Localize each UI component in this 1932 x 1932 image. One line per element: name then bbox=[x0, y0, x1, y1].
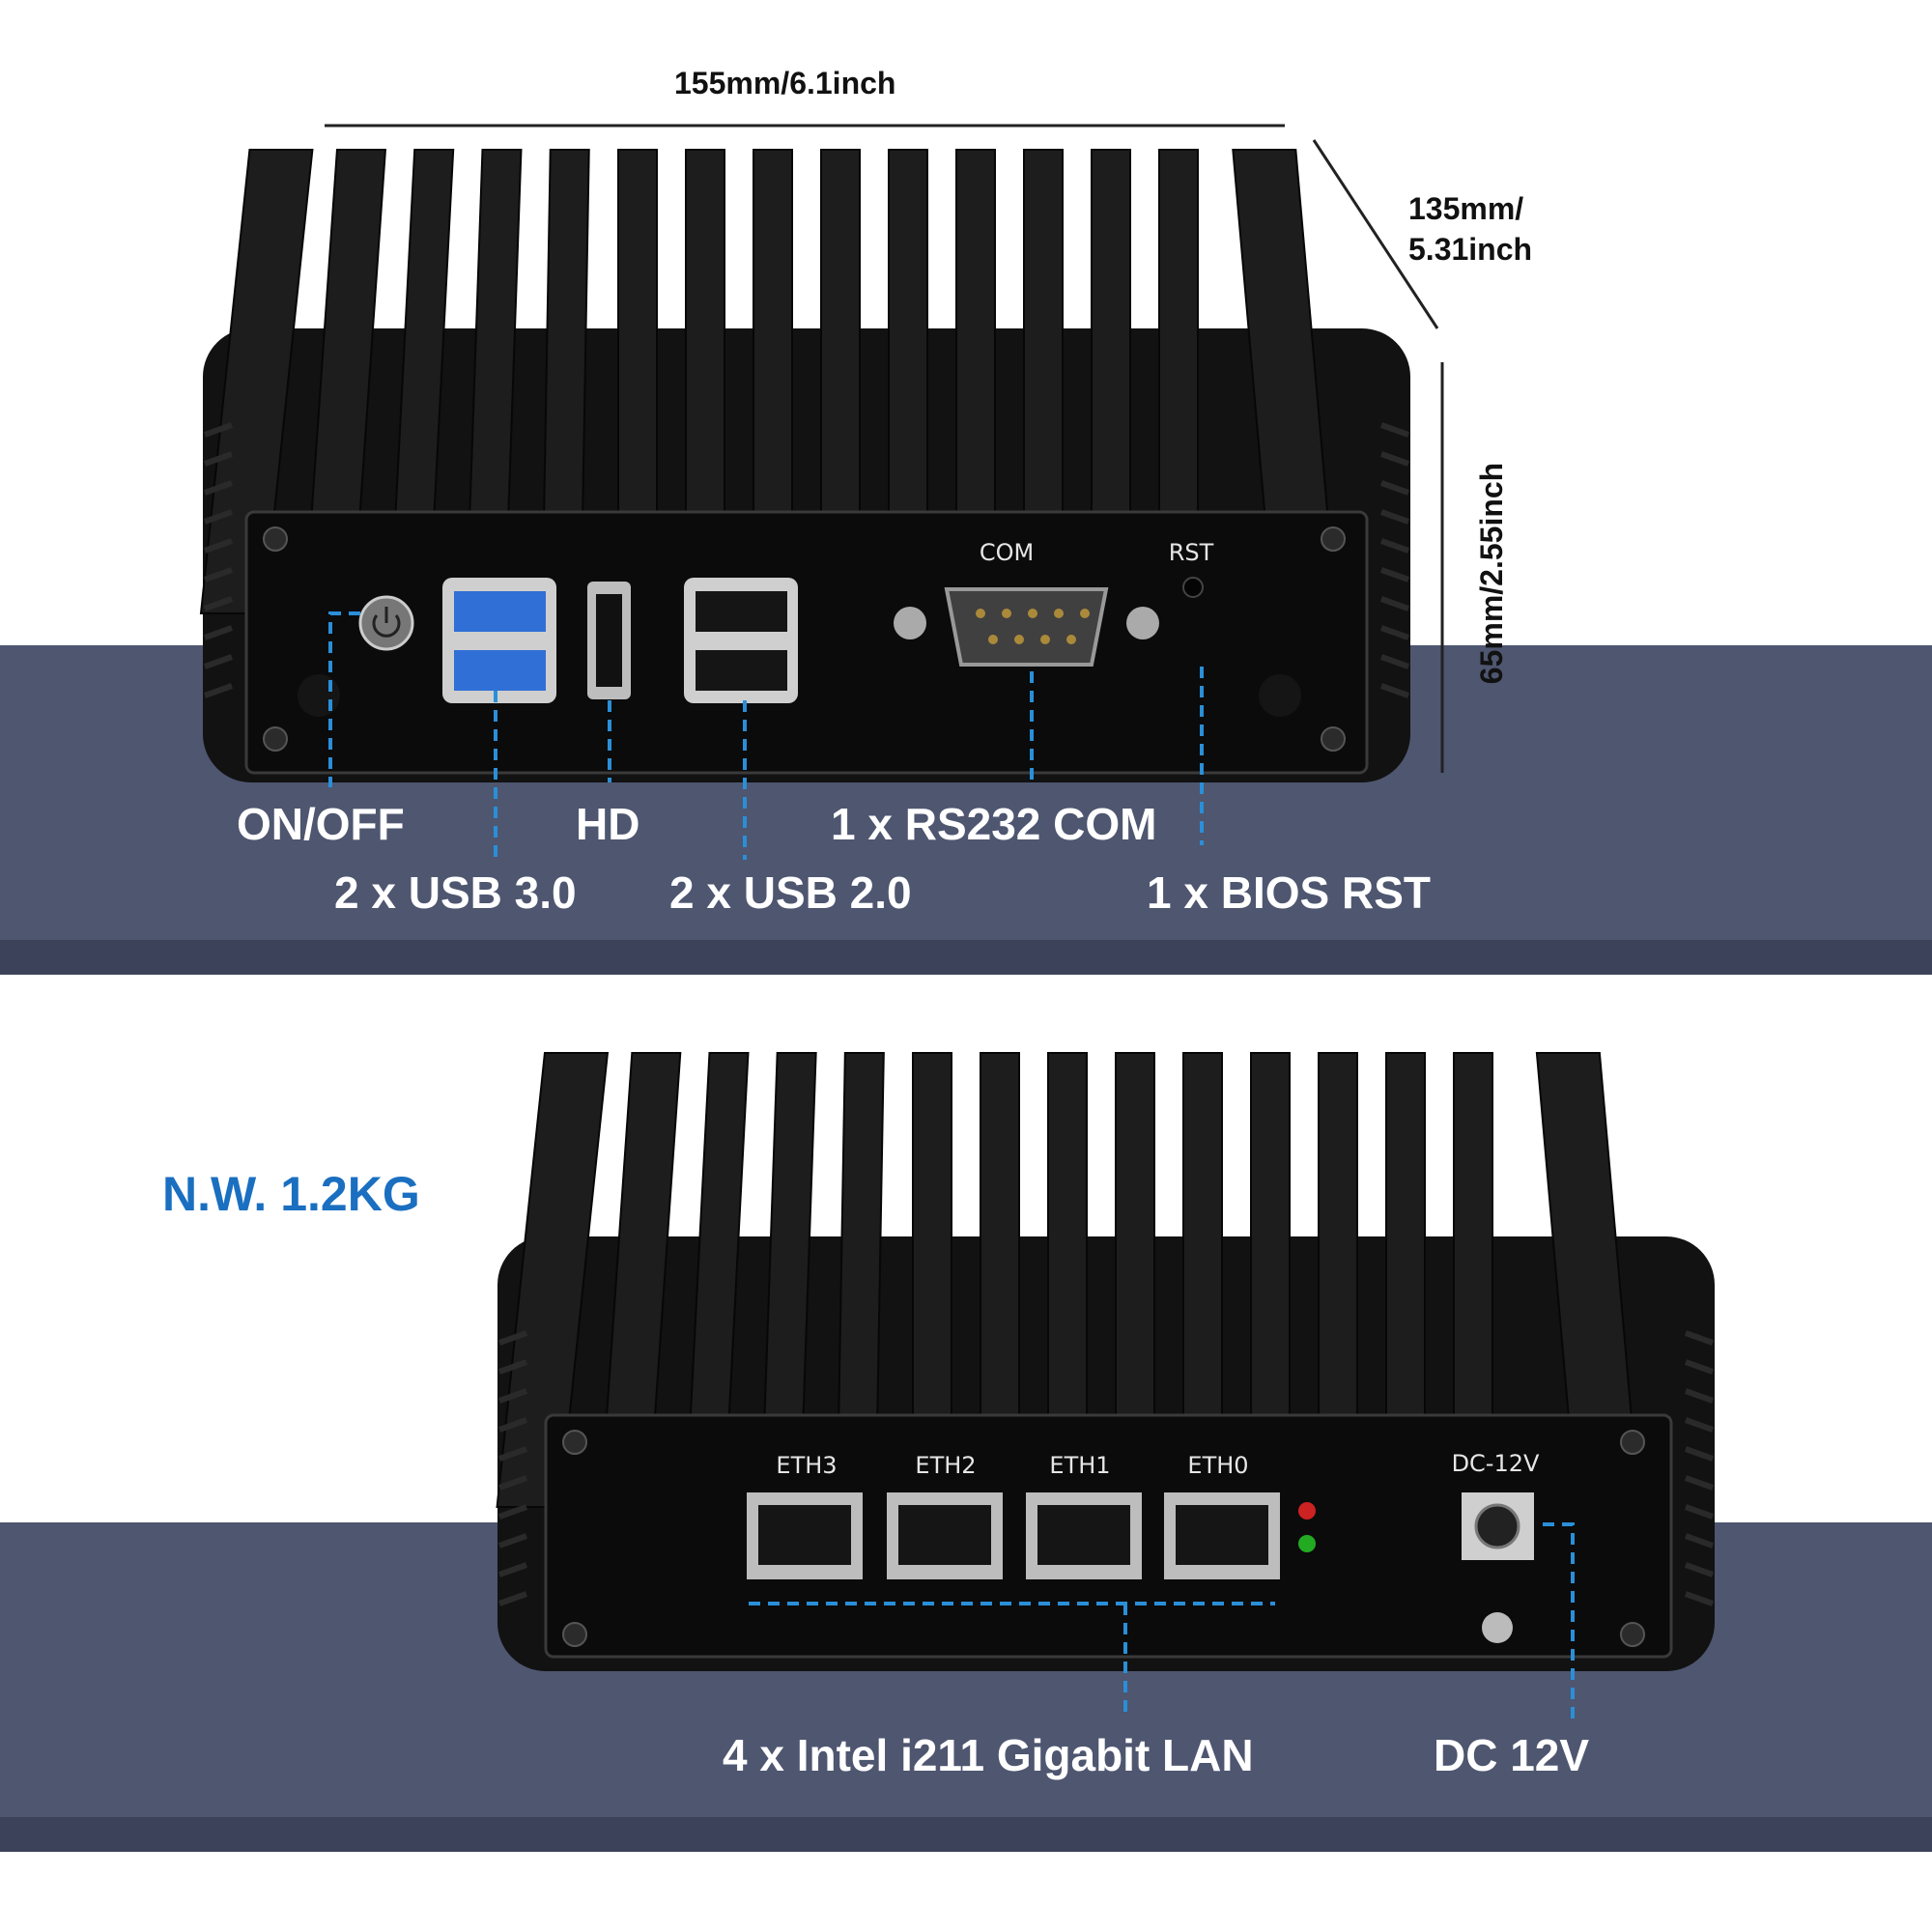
callout-dc-12v: DC 12V bbox=[1434, 1730, 1590, 1780]
callout-rs232: 1 x RS232 COM bbox=[831, 799, 1157, 849]
width-dimension-label: 155mm/6.1inch bbox=[674, 66, 896, 100]
back-panel-screws bbox=[562, 1430, 1645, 1647]
ethernet-ports bbox=[747, 1492, 1280, 1579]
front-device-image: COM RST bbox=[199, 149, 1410, 782]
callout-usb3: 2 x USB 3.0 bbox=[334, 867, 577, 918]
eth1-label: ETH1 bbox=[1049, 1452, 1110, 1479]
dc-12v-label: DC-12V bbox=[1452, 1450, 1540, 1477]
rs232-com-port bbox=[944, 587, 1109, 667]
callout-bios-rst: 1 x BIOS RST bbox=[1147, 867, 1431, 918]
hdd-led bbox=[1298, 1502, 1316, 1520]
rst-port-label: RST bbox=[1169, 539, 1214, 566]
antenna-port-right bbox=[1259, 674, 1301, 717]
eth3-label: ETH3 bbox=[776, 1452, 837, 1479]
bottom-band-bottom-strip bbox=[0, 1817, 1932, 1852]
ground-screw bbox=[1482, 1612, 1513, 1643]
front-side-ribs bbox=[203, 422, 1410, 698]
front-panel-screws bbox=[263, 526, 1346, 752]
callout-usb2: 2 x USB 2.0 bbox=[669, 867, 912, 918]
callout-on-off: ON/OFF bbox=[237, 799, 405, 849]
bios-reset-pinhole bbox=[1182, 577, 1204, 598]
callout-hd: HD bbox=[576, 799, 640, 849]
front-leader-lines bbox=[328, 611, 1204, 860]
callout-lan: 4 x Intel i211 Gigabit LAN bbox=[723, 1730, 1254, 1780]
back-leader-lines bbox=[749, 1522, 1575, 1719]
com-port-label: COM bbox=[980, 539, 1034, 566]
eth2-label: ETH2 bbox=[915, 1452, 976, 1479]
net-weight-label: N.W. 1.2KG bbox=[162, 1167, 420, 1221]
top-band-bottom-strip bbox=[0, 940, 1932, 975]
back-side-ribs bbox=[497, 1330, 1715, 1606]
eth0-label: ETH0 bbox=[1187, 1452, 1248, 1479]
dimension-lines bbox=[325, 124, 1444, 773]
power-icon bbox=[372, 614, 401, 638]
depth-dimension-label-line1: 135mm/ bbox=[1408, 191, 1524, 226]
depth-dimension-label-line2: 5.31inch bbox=[1408, 232, 1533, 267]
power-led bbox=[1298, 1535, 1316, 1552]
front-io-panel bbox=[244, 510, 1369, 775]
back-device-image: ETH3 ETH2 ETH1 ETH0 DC-12V bbox=[496, 1052, 1715, 1671]
